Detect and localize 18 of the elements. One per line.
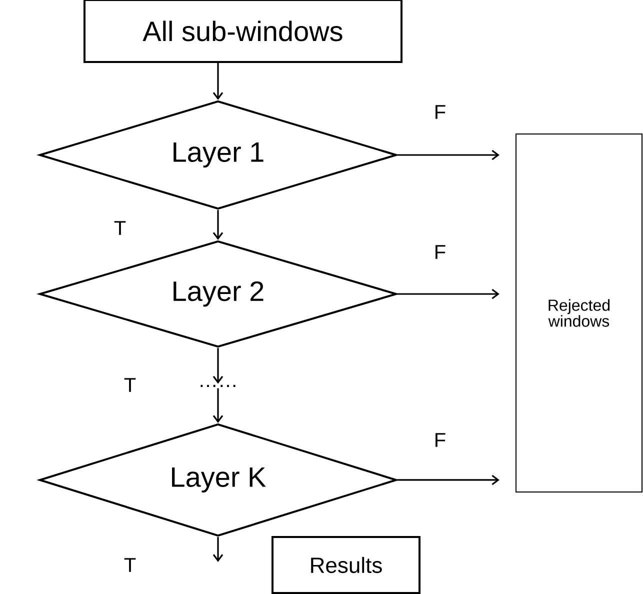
results-box: Results <box>272 536 420 594</box>
edge-label: F <box>436 105 446 119</box>
rejected-box: Rejected windows <box>516 134 642 492</box>
edge-label: T <box>114 221 126 235</box>
edge-label: T <box>124 558 136 572</box>
sub-windows-box: All sub-windows <box>84 0 402 63</box>
arrow <box>212 348 224 384</box>
arrow <box>398 474 500 486</box>
arrow <box>212 536 224 562</box>
edge-label: T <box>124 378 136 392</box>
arrow <box>212 63 224 100</box>
arrow <box>398 288 500 300</box>
edge-label: F <box>436 245 446 259</box>
ellipsis-text: …… <box>200 384 236 388</box>
arrow <box>212 210 224 240</box>
edge-label: F <box>436 433 446 447</box>
arrow <box>212 388 224 423</box>
arrow <box>398 150 500 160</box>
